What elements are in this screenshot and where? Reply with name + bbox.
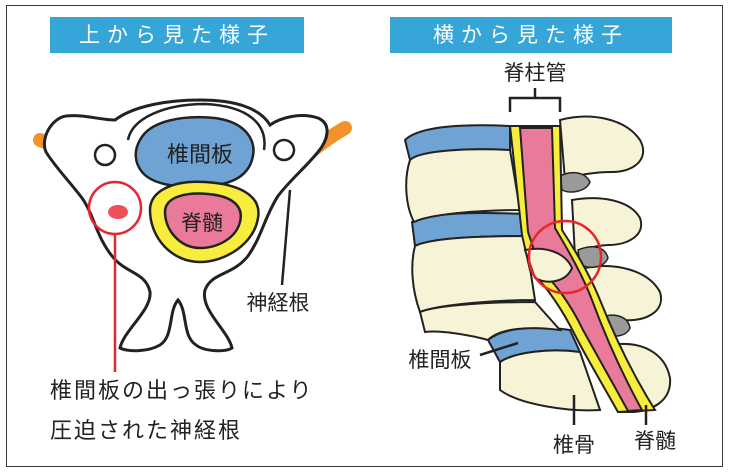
- callout-line2: 圧迫された神経根: [50, 419, 242, 444]
- side-vertebra-3: [418, 300, 563, 342]
- side-process-1: [558, 115, 645, 182]
- side-spinal-cord: [518, 127, 644, 413]
- disc-herniation: [523, 247, 574, 283]
- top-disc-label: 椎間板: [167, 143, 233, 168]
- canal-bracket: [508, 88, 562, 112]
- nerve-root-leader: [280, 189, 292, 286]
- top-spinal-cord: [163, 192, 242, 250]
- side-vertebra-2: [411, 234, 537, 314]
- top-view-header: 上から見た様子: [50, 17, 304, 53]
- side-view-header: 横から見た様子: [390, 17, 672, 53]
- side-view-spine: [403, 88, 672, 425]
- callout-line1: 椎間板の出っ張りにより: [50, 379, 314, 404]
- side-disc-leader: [479, 341, 519, 357]
- transverse-foramen-left: [93, 143, 117, 167]
- top-disc: [134, 115, 255, 188]
- side-highlight-circle: [527, 219, 603, 295]
- side-disc-label: 椎間板: [409, 348, 472, 372]
- transverse-foramen-right: [272, 138, 296, 162]
- side-spinal-cord-label: 脊髄: [634, 429, 676, 453]
- facet-joint-1: [559, 171, 591, 193]
- side-vertebra-4: [499, 349, 602, 412]
- nerve-root-label: 神経根: [247, 291, 310, 315]
- vertebra-label: 椎骨: [553, 433, 595, 457]
- canal-label: 脊柱管: [504, 61, 567, 85]
- side-process-2: [570, 197, 643, 259]
- top-spinal-cord-label: 脊髄: [181, 211, 223, 235]
- top-view-vertebra: [33, 98, 352, 372]
- side-vertebra-1: [405, 148, 522, 224]
